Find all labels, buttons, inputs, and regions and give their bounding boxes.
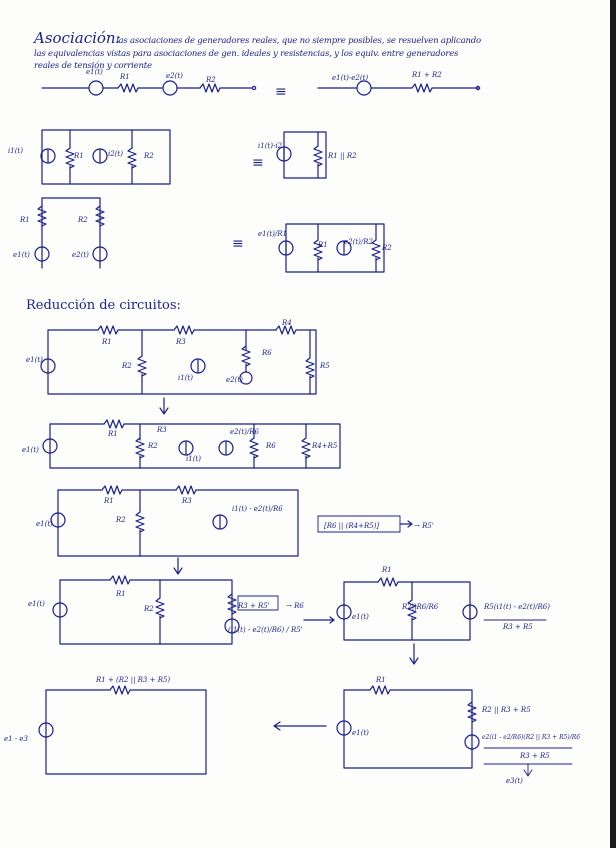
label: R3 + R5 — [520, 752, 550, 760]
label: e2(t) — [226, 376, 243, 384]
intro-line-1: las asociaciones de generadores reales, … — [116, 36, 481, 46]
label: R3 — [182, 497, 192, 505]
label: R3 + R5' — [238, 602, 270, 610]
label: R1 — [376, 676, 386, 684]
label: R1 + (R2 || R3 + R5) — [96, 676, 171, 684]
circuit-c4 — [52, 575, 335, 645]
label: e1(t) — [28, 600, 45, 608]
label: e1(t) — [36, 520, 53, 528]
label: R1 — [108, 430, 118, 438]
label: e2(t) — [72, 251, 89, 259]
mixed-association — [34, 197, 385, 273]
series-association — [41, 80, 481, 96]
label: e1 - e3 — [4, 735, 29, 743]
scan-edge — [610, 0, 616, 848]
label: R2 — [144, 605, 154, 613]
label: R6 — [262, 349, 272, 357]
label: R5 — [320, 362, 330, 370]
label: i2(t) — [108, 150, 123, 158]
intro-line-2: las equivalencias vistas para asociacion… — [34, 49, 459, 59]
circuit-c2 — [42, 419, 341, 469]
arrow-icon — [303, 616, 335, 624]
label: (i1(t) - e2(t)/R6) / R5' — [228, 626, 303, 634]
label: R2 — [148, 442, 158, 450]
label: R5(i1(t) - e2(t)/R6) — [484, 603, 550, 611]
equiv-symbol: ≡ — [275, 84, 287, 100]
label: R1 — [102, 338, 112, 346]
label: R1 — [382, 566, 392, 574]
circuit-c5 — [336, 577, 547, 641]
label: R1 — [104, 497, 114, 505]
arrow-icon — [273, 721, 327, 731]
circuit-c3 — [50, 485, 413, 557]
label: e1(t) — [22, 446, 39, 454]
label: e1(t) — [352, 613, 369, 621]
label: i1(t) — [186, 455, 201, 463]
label: R4+R5 — [312, 442, 338, 450]
label: e2(i1 - e2/R6)(R2 || R3 + R5)/R6 — [482, 734, 581, 741]
circuit-c7 — [336, 685, 573, 777]
label: R2 — [206, 76, 216, 84]
page-title: Asociación: — [34, 29, 121, 47]
label: R2 — [78, 216, 88, 224]
label: e1(t)-e2(t) — [332, 74, 369, 82]
label: R2 — [144, 152, 154, 160]
arrow-icon — [159, 397, 169, 415]
label: e1(t)/R1 — [258, 230, 287, 238]
label: R6 — [266, 442, 276, 450]
label: R1 — [20, 216, 30, 224]
label: e3(t) — [506, 777, 523, 785]
label: → R5' — [414, 522, 434, 530]
label: R2||R6/R6 — [402, 603, 439, 611]
label: e2(t) — [166, 72, 183, 80]
label: i1(t)-i2 — [258, 142, 283, 150]
label: R1 + R2 — [412, 71, 442, 79]
label: R2 — [382, 244, 392, 252]
label: e1(t) — [352, 729, 369, 737]
label: R1 — [116, 590, 126, 598]
intro-line-3: reales de tensión y corriente — [34, 61, 152, 71]
label: → R6 — [286, 602, 304, 610]
label: e1(t) — [86, 68, 103, 76]
arrow-icon — [173, 557, 183, 575]
circuit-c6 — [38, 685, 207, 775]
parallel-association — [40, 129, 327, 185]
label: R4 — [282, 319, 292, 327]
equiv-symbol: ≡ — [232, 236, 244, 252]
label: R1 || R2 — [328, 152, 357, 160]
label: R3 — [176, 338, 186, 346]
label: e2(t)/R2 — [344, 238, 373, 246]
label: R1 — [74, 152, 84, 160]
label: R2 — [122, 362, 132, 370]
label: R2 — [116, 516, 126, 524]
equiv-symbol: ≡ — [252, 155, 264, 171]
label: e1(t) — [26, 356, 43, 364]
arrow-icon — [409, 643, 419, 665]
label: R1 — [318, 241, 328, 249]
label: R1 — [120, 73, 130, 81]
label: e2(t)/R6 — [230, 428, 259, 436]
label: R3 + R5 — [503, 623, 533, 631]
label: [R6 || (R4+R5)] — [324, 522, 380, 530]
label: R2 || R3 + R5 — [482, 706, 531, 714]
circuit-c1 — [40, 325, 317, 395]
label: i1(t) — [8, 147, 23, 155]
section-title-reduction: Reducción de circuitos: — [26, 298, 181, 313]
label: i1(t) - e2(t)/R6 — [232, 505, 283, 513]
label: R3 — [157, 426, 167, 434]
label: e1(t) — [13, 251, 30, 259]
label: i1(t) — [178, 374, 193, 382]
